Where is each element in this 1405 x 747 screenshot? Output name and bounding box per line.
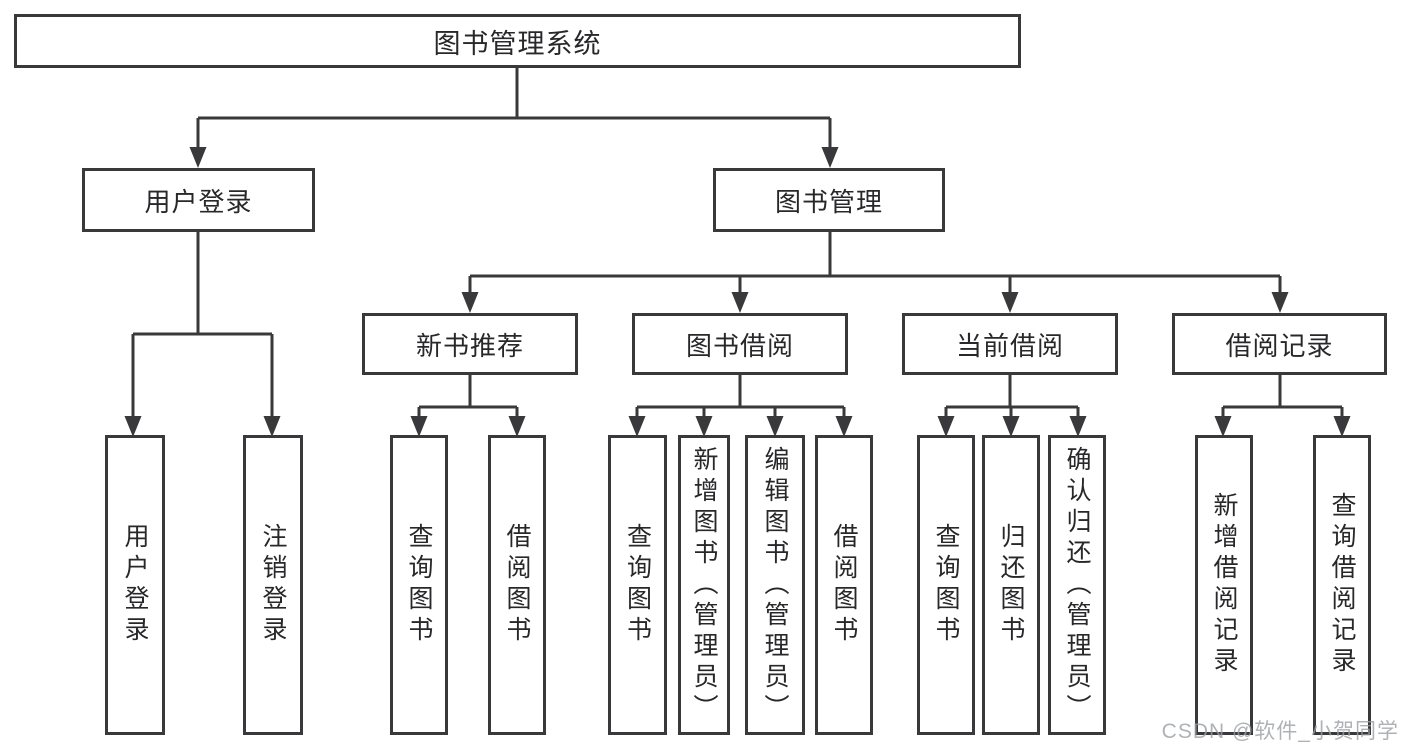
node-leaf-query-books-borrow: 查询图书 (608, 435, 667, 735)
node-book-management: 图书管理 (713, 168, 945, 232)
node-leaf-borrow-books: 借阅图书 (815, 435, 873, 735)
node-leaf-add-books-admin: 新增图书（管理员） (678, 435, 730, 735)
arrowheads (124, 147, 1351, 437)
node-library-management-system: 图书管理系统 (14, 14, 1021, 68)
node-leaf-logout: 注销登录 (243, 435, 303, 735)
node-current-borrowing: 当前借阅 (902, 313, 1118, 375)
node-leaf-return-books: 归还图书 (982, 435, 1040, 735)
node-new-book-recommendation: 新书推荐 (362, 313, 578, 375)
node-leaf-user-login: 用户登录 (105, 435, 165, 735)
node-leaf-query-books-rec: 查询图书 (390, 435, 448, 735)
node-leaf-add-borrow-record: 新增借阅记录 (1195, 435, 1253, 735)
node-borrowing-records: 借阅记录 (1172, 313, 1387, 375)
node-leaf-confirm-return-admin: 确认归还（管理员） (1048, 435, 1106, 735)
node-book-borrowing: 图书借阅 (632, 313, 848, 375)
node-leaf-query-borrow-record: 查询借阅记录 (1313, 435, 1371, 735)
csdn-watermark: CSDN @软件_小贺同学 (1161, 720, 1399, 743)
node-leaf-query-books-current: 查询图书 (917, 435, 975, 735)
node-user-login-group: 用户登录 (82, 168, 315, 232)
node-leaf-edit-books-admin: 编辑图书（管理员） (745, 435, 805, 735)
node-leaf-borrow-books-rec: 借阅图书 (488, 435, 546, 735)
